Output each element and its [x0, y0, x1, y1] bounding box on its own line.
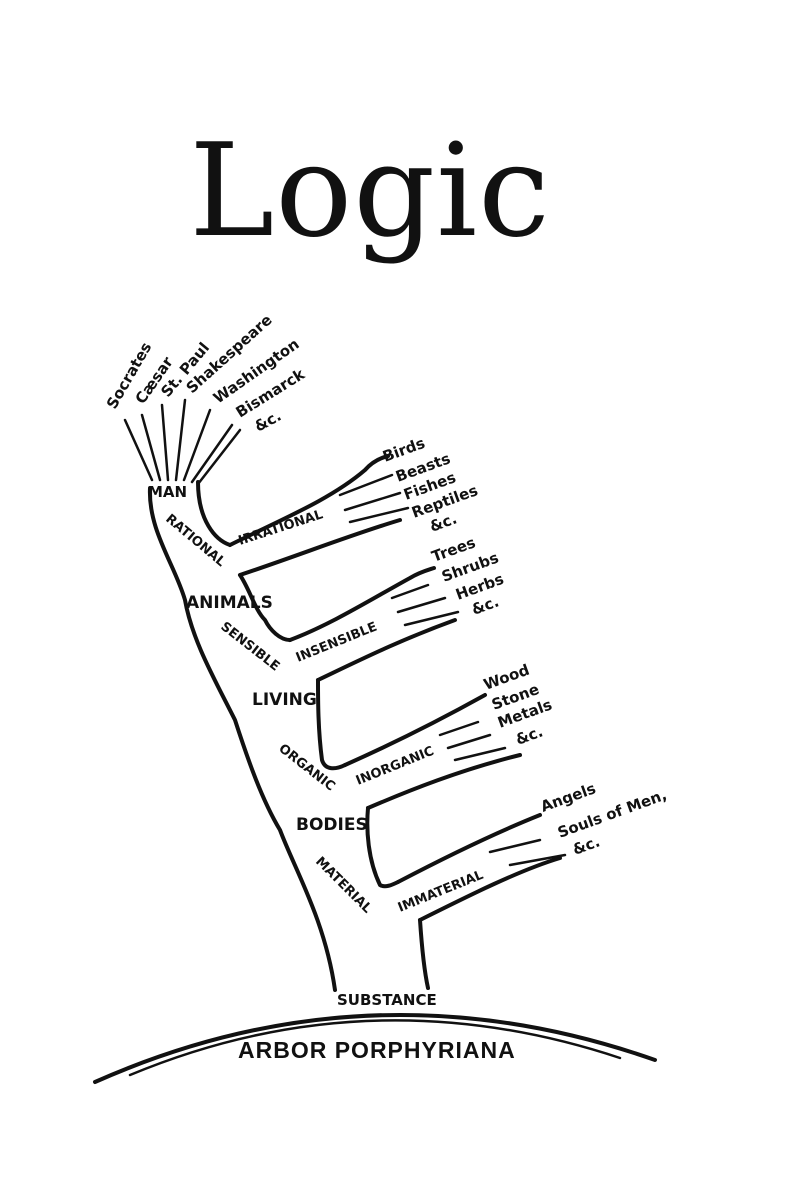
label-irrational: IRRATIONAL [237, 507, 325, 548]
example-angels: Angels [538, 779, 598, 816]
branch-irrational [228, 454, 390, 547]
trunk-segment-living [316, 678, 347, 771]
label-rational: RATIONAL [162, 512, 228, 570]
branch-insensible [288, 566, 436, 642]
label-material: MATERIAL [312, 854, 374, 916]
label-bodies: BODIES [296, 815, 368, 835]
trunk-segment-substance [418, 918, 430, 990]
individuals-fan [123, 398, 242, 486]
branch-inorganic-lower [366, 753, 522, 810]
trunk-left-edge [147, 486, 337, 992]
trunk-right-edge [196, 480, 232, 547]
branch-insensible-lower [316, 618, 457, 682]
trunk-segment-bodies [365, 806, 400, 889]
branch-immaterial [396, 813, 542, 884]
example-inorganic-etc: &c. [513, 722, 545, 748]
ground-hatch [128, 1019, 622, 1077]
label-animals: ANIMALS [186, 593, 273, 613]
label-sensible: SENSIBLE [218, 619, 283, 674]
label-inorganic: INORGANIC [354, 744, 436, 789]
page-title: Logic [189, 117, 551, 266]
label-substance: SUBSTANCE [337, 991, 437, 1009]
label-man: MAN [148, 483, 187, 501]
ground-arc [93, 1012, 657, 1084]
trunk-segment-animals [238, 573, 292, 642]
branch-immaterial-lower [418, 856, 562, 922]
branch-irrational-lower [238, 518, 402, 577]
branch-inorganic [343, 693, 487, 767]
example-hatches [338, 473, 567, 867]
label-living: LIVING [252, 690, 317, 710]
diagram-caption: ARBOR PORPHYRIANA [238, 1037, 516, 1063]
